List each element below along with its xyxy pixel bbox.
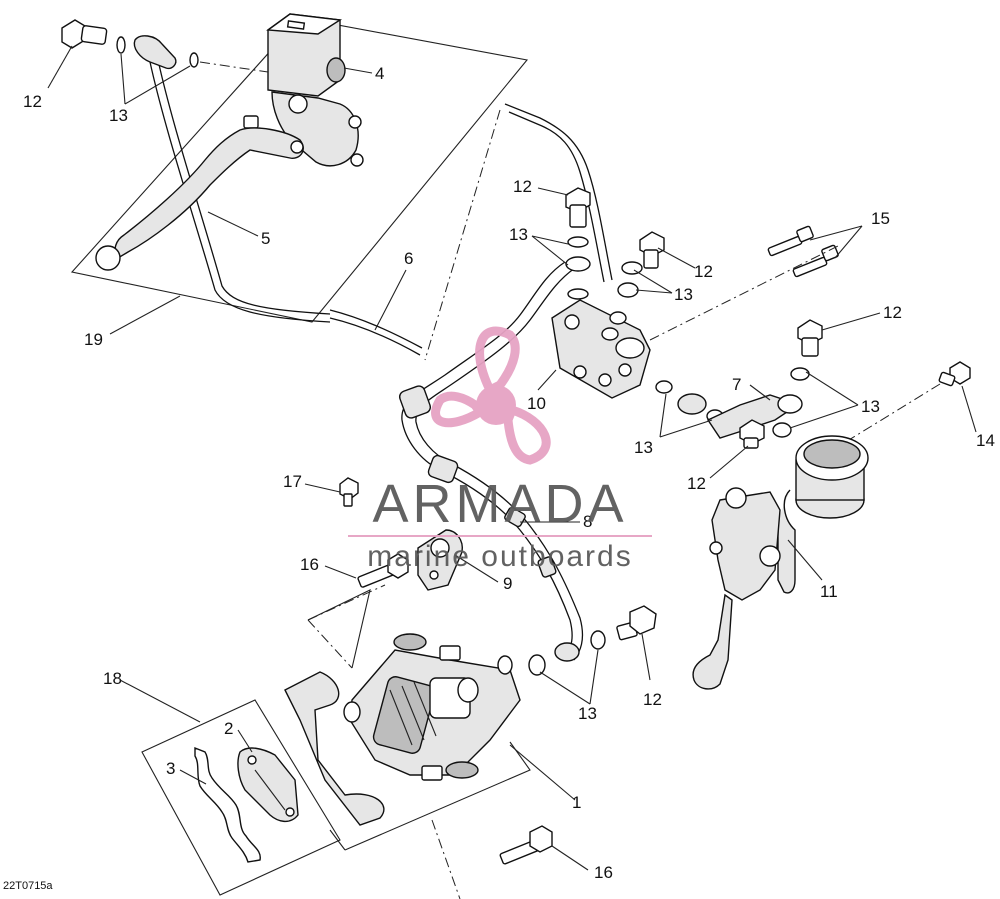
callout-13-right: 13 xyxy=(861,397,880,416)
bolt-17 xyxy=(339,477,359,507)
callout-12-right: 12 xyxy=(883,303,902,322)
callout-6: 6 xyxy=(404,249,413,268)
pads-panel xyxy=(141,699,341,896)
callout-labels: 1 2 3 4 5 6 7 8 9 10 11 12 12 12 12 12 1… xyxy=(23,64,995,882)
callout-8: 8 xyxy=(583,512,592,531)
callout-13-upper: 13 xyxy=(509,225,528,244)
hose-upper xyxy=(504,103,613,283)
caliper-bolt-16-upper xyxy=(357,553,409,588)
fitting-7 xyxy=(655,380,803,449)
banjo-bolt-12-right xyxy=(790,319,823,381)
banjo-fitting-top-left xyxy=(116,35,199,70)
propeller-logo-icon xyxy=(431,326,551,465)
brake-caliper-1 xyxy=(343,633,521,781)
callout-9: 9 xyxy=(503,574,512,593)
hose-19 xyxy=(149,59,331,323)
distribution-block-10 xyxy=(551,299,651,399)
callout-16-upper: 16 xyxy=(300,555,319,574)
watermark-brand: ARMADA xyxy=(372,474,627,534)
callout-7: 7 xyxy=(732,375,741,394)
banjo-bolt-12-top-left xyxy=(61,19,108,49)
callout-12-fitting: 12 xyxy=(687,474,706,493)
banjo-bolt-12-upper xyxy=(565,187,591,300)
callout-13-caliper: 13 xyxy=(578,704,597,723)
brake-lever-5 xyxy=(95,115,304,271)
caliper-bracket xyxy=(284,671,385,826)
hose-8 xyxy=(398,261,584,661)
callout-17: 17 xyxy=(283,472,302,491)
clip-9 xyxy=(417,529,463,591)
callout-12-lever: 12 xyxy=(23,92,42,111)
pad-spring-3 xyxy=(194,746,261,863)
callout-12-block: 12 xyxy=(694,262,713,281)
callout-14: 14 xyxy=(976,431,995,450)
callout-13-block: 13 xyxy=(674,285,693,304)
watermark: ARMADA marine outboards xyxy=(348,326,652,573)
caliper-bolt-16-lower xyxy=(499,825,553,865)
callout-12-upper: 12 xyxy=(513,177,532,196)
callout-2: 2 xyxy=(224,719,233,738)
rear-master-cylinder-11 xyxy=(692,435,869,690)
callout-12-caliper: 12 xyxy=(643,690,662,709)
leader-lines xyxy=(47,45,977,871)
callout-13-fitting: 13 xyxy=(634,438,653,457)
callout-15: 15 xyxy=(871,209,890,228)
callout-19: 19 xyxy=(84,330,103,349)
fittings-near-10 xyxy=(601,231,665,341)
bolt-14 xyxy=(938,361,971,387)
banjo-bolt-12-lower xyxy=(528,605,657,676)
callout-11: 11 xyxy=(820,582,838,601)
brake-pads-2 xyxy=(237,747,299,823)
hose-6 xyxy=(329,309,423,356)
callout-18: 18 xyxy=(103,669,122,688)
callout-3: 3 xyxy=(166,759,175,778)
callout-16-lower: 16 xyxy=(594,863,613,882)
figure-code: 22T0715a xyxy=(3,880,53,892)
callout-4: 4 xyxy=(375,64,384,83)
callout-1: 1 xyxy=(572,793,581,812)
callout-5: 5 xyxy=(261,229,270,248)
front-master-cylinder-4 xyxy=(266,13,364,167)
bolts-15 xyxy=(767,225,839,278)
callout-10: 10 xyxy=(527,394,546,413)
callout-13-lever: 13 xyxy=(109,106,128,125)
watermark-tagline: marine outboards xyxy=(367,540,632,573)
